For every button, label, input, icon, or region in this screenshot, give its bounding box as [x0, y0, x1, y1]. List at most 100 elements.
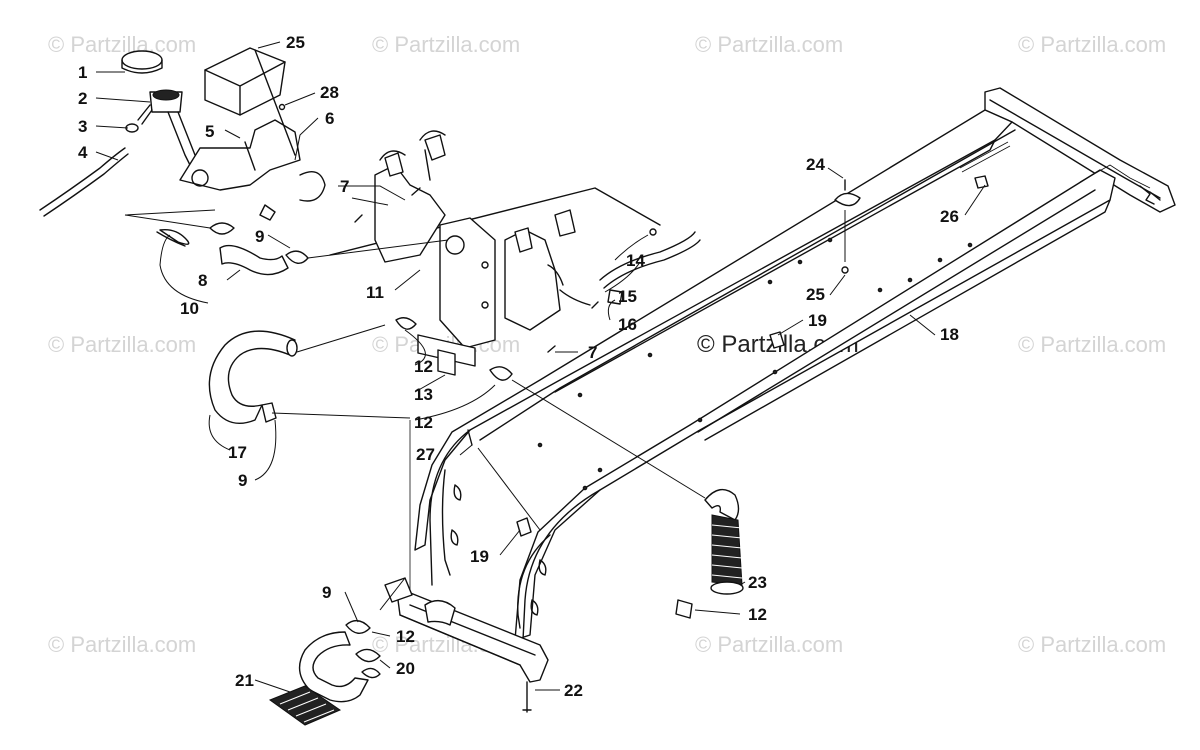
hose-clamp [355, 648, 381, 663]
callout-number: 12 [414, 413, 433, 432]
callout-number: 2 [78, 89, 87, 108]
callout-number: 4 [78, 143, 88, 162]
strap [156, 228, 190, 247]
outlet-fitting [424, 600, 456, 626]
callout-number: 13 [414, 385, 433, 404]
corrugated-hose-group [675, 488, 744, 619]
callout-number: 26 [940, 207, 959, 226]
callout-number: 19 [470, 547, 489, 566]
t-fitting-leg [437, 349, 456, 376]
callout-number: 19 [808, 311, 827, 330]
callout-number: 10 [180, 299, 199, 318]
callout-number: 23 [748, 573, 767, 592]
inlet-fitting [384, 577, 413, 603]
bracket-bolts [244, 141, 276, 221]
watermark: © Partzilla.com [1018, 632, 1166, 657]
assembly-line [511, 379, 706, 499]
callout-number: 12 [748, 605, 767, 624]
callout-number: 17 [228, 443, 247, 462]
coolant-hose-short [219, 244, 289, 276]
injector-left [374, 164, 446, 263]
filler-neck-ring [152, 89, 180, 101]
watermark-layer: © Partzilla.com © Partzilla.com © Partzi… [48, 32, 1166, 657]
vent-tube-stub [137, 104, 153, 125]
assembly-line [296, 324, 386, 353]
callout-number: 16 [618, 315, 637, 334]
rail-inner-line [554, 139, 996, 393]
spark-plug-cap [384, 152, 404, 177]
callout-number: 9 [238, 471, 247, 490]
engine-bolts [354, 187, 599, 353]
engine-wires [547, 264, 591, 306]
watermark: © Partzilla.com [48, 632, 196, 657]
lower-hose [298, 631, 369, 703]
large-hose [208, 330, 296, 424]
assembly-line [271, 412, 411, 419]
spark-plug-cap [424, 134, 446, 161]
callout-number: 5 [205, 122, 214, 141]
mounting-bracket [179, 119, 301, 191]
callout-number: 14 [626, 251, 645, 270]
spark-plug-wires [379, 130, 446, 181]
clip-19 [516, 517, 532, 537]
spark-plug-cap [514, 227, 533, 253]
rail-inner-line [479, 129, 1016, 441]
coolant-tank-edge [204, 61, 286, 116]
callout-number: 3 [78, 117, 87, 136]
hose-clamp [261, 402, 277, 423]
watermark: © Partzilla.com [48, 32, 196, 57]
rail-inner-line [697, 189, 1096, 433]
rear-crossbar-edge [989, 99, 1161, 199]
hose-end-ring [710, 581, 744, 595]
hose-clamp [209, 222, 235, 235]
bracket-hole [191, 169, 209, 187]
callout-number: 15 [618, 287, 637, 306]
rail-strip [959, 141, 1011, 173]
callout-number: 21 [235, 671, 254, 690]
filler-cap [121, 50, 163, 70]
callout-number: 1 [78, 63, 87, 82]
watermark: © Partzilla.com [695, 32, 843, 57]
callout-number: 27 [416, 445, 435, 464]
rivet-holes [537, 237, 973, 491]
screw-27 [467, 429, 473, 446]
strap-bracket-lines [124, 209, 216, 229]
upper-rail [414, 109, 1013, 551]
front-heat-exchanger-drain [522, 681, 532, 713]
callout-number: 22 [564, 681, 583, 700]
callout-number: 7 [340, 177, 349, 196]
nut-25 [841, 266, 849, 274]
watermark: © Partzilla.com [695, 632, 843, 657]
hose-clamp-small [649, 228, 657, 236]
corrugation-lines [711, 524, 743, 579]
filler-cap-rim [121, 59, 163, 74]
hose-clamp-small [361, 667, 381, 679]
pump-outlet [445, 235, 465, 255]
coolant-tank [204, 47, 286, 116]
bracket-group [179, 47, 326, 276]
hose-clamp [395, 317, 417, 330]
hose-clamp [489, 366, 513, 381]
assembly-lines [271, 239, 706, 611]
callout-number: 11 [366, 283, 384, 302]
pump-bolt [481, 261, 489, 269]
lower-rail [514, 169, 1116, 641]
clip-26 [974, 175, 989, 189]
callout-number: 18 [940, 325, 959, 344]
callout-number: 6 [325, 109, 334, 128]
bypass-hose [599, 231, 701, 289]
callout-number: 9 [255, 227, 264, 246]
clip-19 [769, 331, 785, 349]
callout-numbers: 1 2 3 4 5 6 7 7 8 9 9 9 10 11 12 12 12 1… [78, 33, 959, 700]
pump-bolt [481, 301, 489, 309]
rear-notch [1139, 185, 1161, 205]
hose-clamp-small [675, 599, 693, 619]
t-fitting [417, 334, 476, 367]
assembly-line [307, 239, 449, 259]
callout-number: 7 [588, 343, 597, 362]
hose-elbow [704, 488, 740, 521]
watermark: © Partzilla.com [372, 32, 520, 57]
bracket-curve [299, 171, 326, 202]
tunnel-curve-scallop [517, 534, 551, 629]
